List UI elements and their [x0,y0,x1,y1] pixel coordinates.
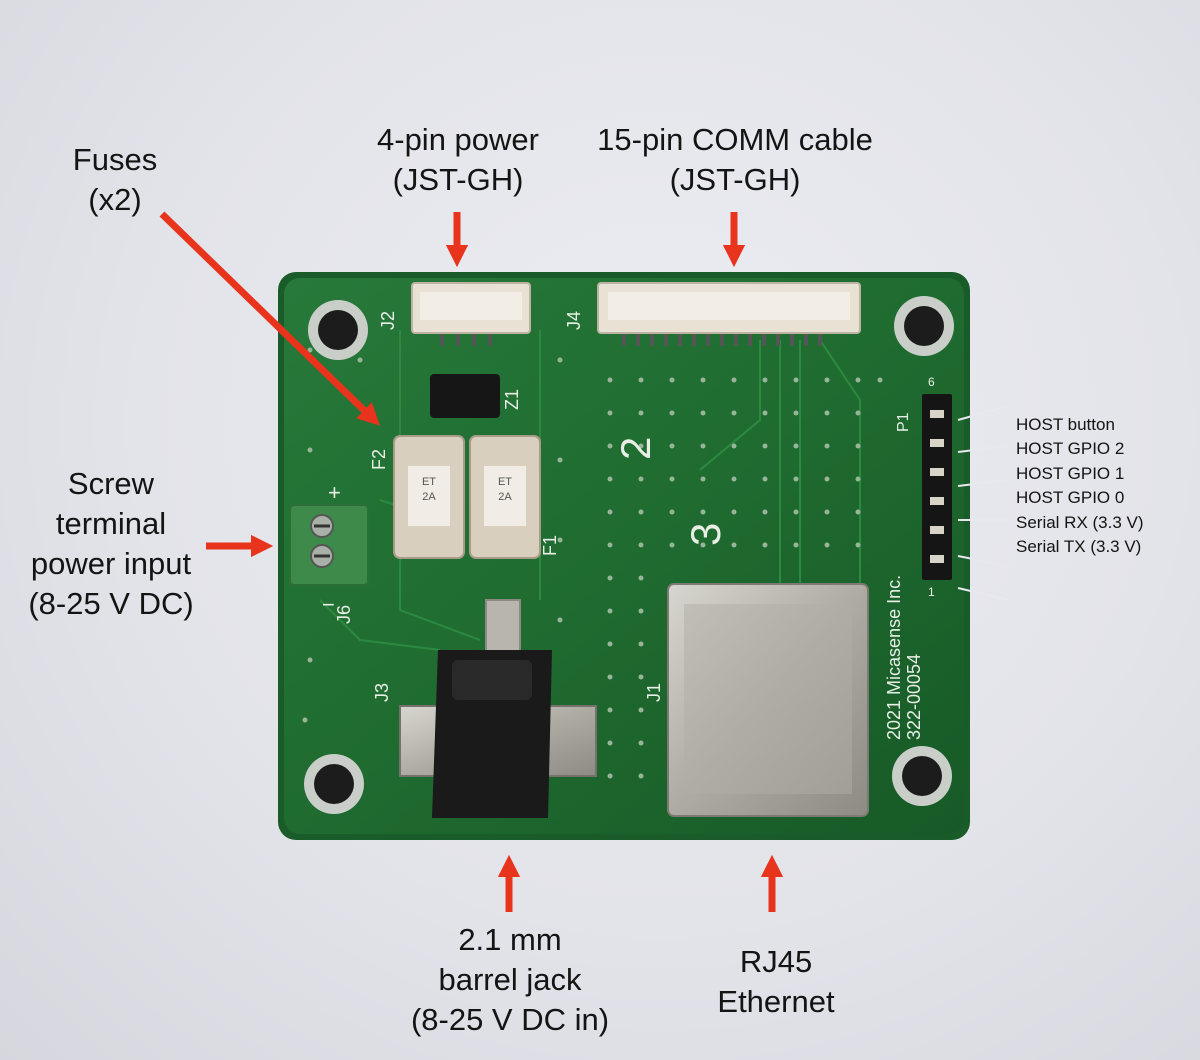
screw-terminal-j6 [289,504,369,586]
svg-text:2A: 2A [422,491,436,503]
arrow-fuses [159,211,381,426]
silk-brand: 2021 Micasense Inc. [884,575,904,740]
rj45-jack-j1 [667,583,869,817]
label-15pin-comm: 15-pin COMM cable (JST-GH) [597,122,873,197]
connector-j4 [597,282,861,346]
fuse-f1-mark: ET [498,476,512,488]
silk-j6: J6 [334,605,354,624]
pin-label: Serial TX (3.3 V) [1016,537,1142,556]
label-rj45: RJ45 Ethernet [717,944,835,1019]
fuse-f2-mark: ET [422,476,436,488]
fuse-f1: ET 2A [469,435,541,559]
silk-j1: J1 [644,683,664,702]
silk-digit-3: 3 [682,523,729,546]
pin-pointer-lines [957,405,1009,601]
pin-label: Serial RX (3.3 V) [1016,512,1144,532]
connector-j2 [411,282,531,346]
silk-pin6: 6 [928,375,935,389]
fuse-f2: ET 2A [393,435,465,559]
silk-j3: J3 [372,683,392,702]
silk-j4: J4 [564,311,584,330]
silk-p1: P1 [895,412,912,432]
silk-z1: Z1 [502,389,522,410]
pin-label: HOST button [1016,415,1115,434]
label-screw-terminal: Screw terminal power input (8-25 V DC) [28,466,194,621]
annotation-arrows [159,211,784,912]
pin-label: HOST GPIO 0 [1016,488,1125,508]
svg-text:2A: 2A [498,491,512,503]
label-barrel-jack: 2.1 mm barrel jack (8-25 V DC in) [410,922,610,1037]
pin-header-p1 [922,394,952,580]
component-z1 [430,374,500,418]
silk-minus: − [322,592,335,617]
barrel-jack-j3 [399,599,597,818]
silk-part: 322-00054 [904,654,924,740]
silk-f1: F1 [540,535,560,556]
silk-j2: J2 [378,311,398,330]
silk-pin1: 1 [928,585,935,599]
pin-label: HOST GPIO 2 [1016,439,1125,459]
silkscreen: J2 J4 Z1 F2 F1 J6 J3 J1 P1 + − 6 1 2 3 2… [322,311,935,740]
via-grid [302,347,883,779]
label-fuses: Fuses (x2) [72,142,158,217]
mounting-holes [304,296,954,814]
silk-f2: F2 [369,449,389,470]
silk-plus: + [328,480,341,505]
pin-label: HOST GPIO 1 [1016,463,1125,483]
silk-digit-2: 2 [612,437,659,460]
label-4pin-power: 4-pin power (JST-GH) [377,122,539,197]
